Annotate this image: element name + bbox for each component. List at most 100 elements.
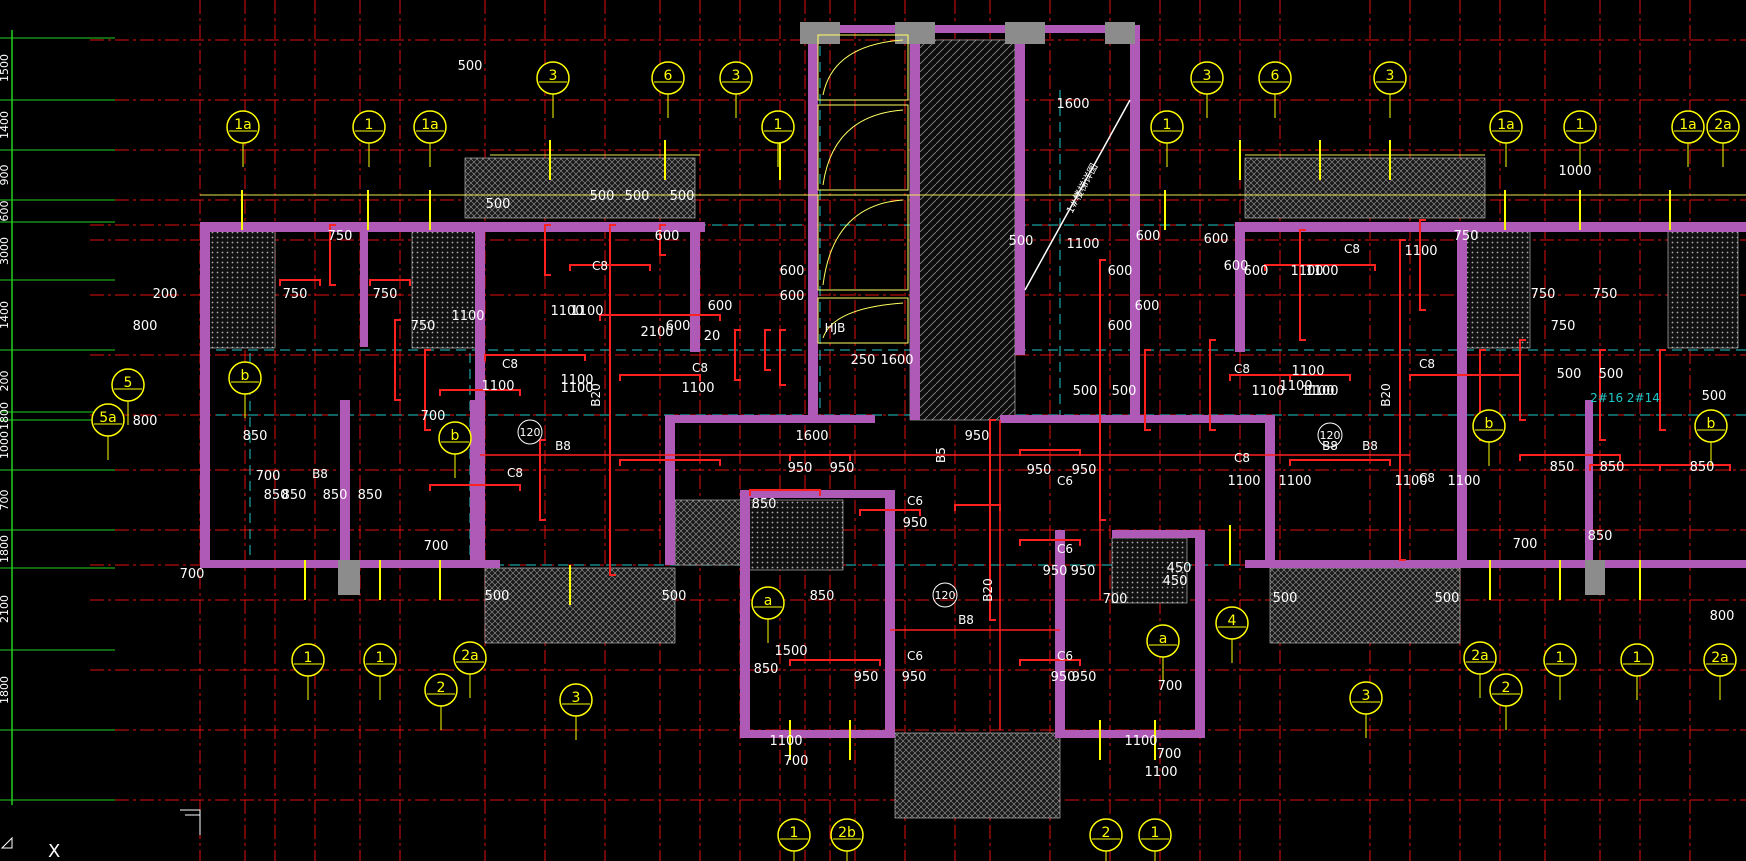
ruler-label: 1800 [0,402,11,430]
dimension-text: 1100 [570,304,603,319]
rebar-horizontal [1659,464,1731,471]
beam-label: C8 [1234,362,1250,376]
rebar-horizontal [1409,374,1521,381]
dimension-text: 750 [1551,319,1576,334]
dimension-text: 600 [1224,259,1249,274]
beam-label: C8 [507,466,523,480]
axis-bubble-top-circle [1489,110,1523,144]
axis-bubble-bottom-circle [1543,643,1577,677]
axis-bubble-bottom-label: 1 [304,650,313,666]
wall-segment [910,25,920,420]
axis-bubble-top-label: 1a [421,117,439,133]
rebar-note-text: 2#16 2#14 [1590,391,1660,405]
hatched-area [1464,227,1531,349]
hatched-area [1269,567,1461,644]
axis-bubble-bottom-label: 2a [1471,648,1489,664]
axis-bubble-bottom-circle [291,643,325,677]
beam-label: C6 [1057,542,1073,556]
wall-segment [1245,222,1485,232]
axis-bubble-top-label: 1a [1497,117,1515,133]
wall-segment [485,222,705,232]
room-number-circle [932,582,958,608]
wall-segment [1195,530,1205,730]
dimension-text: 700 [1158,679,1183,694]
beam-label: C8 [692,361,708,375]
wall-letter-circle [1472,409,1506,443]
axis-bubble-top-label: 6 [1271,68,1280,84]
dimension-text: 1100 [1290,264,1323,279]
wall-letter-label: b [241,368,250,384]
beam-label: C8 [1419,357,1435,371]
axis-bubble-top-label: 1 [365,117,374,133]
dimension-text: 750 [411,319,436,334]
dimension-text: 600 [780,264,805,279]
beam-label: C8 [1234,451,1250,465]
dimension-text: 250 [851,353,876,368]
ruler-label: 900 [0,165,11,186]
wall-segment [665,415,875,423]
rebar-horizontal [569,264,651,271]
axis-bubble-top-circle [1150,110,1184,144]
wall-segment [808,25,1138,33]
dimension-text: 1100 [1305,264,1338,279]
dimension-text: 1100 [1279,379,1312,394]
wall-segment [1585,400,1593,565]
dimension-text: 700 [1513,537,1538,552]
rebar-horizontal [1019,449,1081,456]
rebar-vertical [764,329,771,371]
axis-bubble-top-circle [413,110,447,144]
rebar-horizontal [279,279,321,286]
rebar-horizontal [484,354,586,361]
beam-label: B8 [1362,439,1378,453]
room-number-circle [1317,422,1343,448]
dimension-text: 950 [1072,463,1097,478]
dimension-text: 700 [784,754,809,769]
dimension-text: 850 [264,488,289,503]
dimension-text: 700 [1157,747,1182,762]
rebar-vertical [659,224,666,256]
dimension-text: 1600 [795,429,828,444]
axis-bubble-top-label: 6 [664,68,673,84]
wall-segment [1245,560,1465,568]
dimension-text: 600 [1136,229,1161,244]
dimension-text: 500 [1599,367,1624,382]
dimension-text: 950 [788,461,813,476]
wall-segment [740,730,895,738]
hatched-area [894,732,1061,819]
axis-bubble-bottom-label: 1 [376,650,385,666]
axis-bubble-bottom-circle [1215,606,1249,640]
room-number-label: 120 [935,589,956,602]
hatched-area [464,157,696,219]
dimension-text: 750 [1593,287,1618,302]
dimension-text: 850 [282,488,307,503]
dimension-text: 2100 [640,325,673,340]
axis-bubble-top-label: 1a [234,117,252,133]
column-block [338,560,360,595]
rebar-horizontal [1019,539,1081,546]
dimension-text: 500 [1273,591,1298,606]
axis-bubble-top-circle [761,110,795,144]
wall-segment [1000,415,1270,423]
rebar-vertical [329,224,336,286]
axis-bubble-top-label: 1 [774,117,783,133]
dimension-text: 1100 [1278,474,1311,489]
wall-segment [1112,530,1202,538]
hatched-area [1111,537,1188,604]
axis-bubble-top-circle [1190,61,1224,95]
dimension-text: 700 [421,409,446,424]
axis-bubble-bottom-label: a [1159,631,1168,647]
axis-bubble-top-circle [1373,61,1407,95]
axis-bubble-bottom-circle [1620,643,1654,677]
beam-label: C6 [907,494,923,508]
wall-segment [1265,415,1275,565]
axis-bubble-bottom-label: 2 [437,680,446,696]
dimension-text: 800 [133,319,158,334]
dimension-text: 500 [1009,234,1034,249]
rebar-horizontal [599,314,721,321]
axis-bubble-bottom-label: 2a [1711,650,1729,666]
beam-label: B5 [934,447,948,463]
wall-letter-label: b [451,428,460,444]
column-block [1005,22,1045,44]
rebar-horizontal [749,489,821,496]
